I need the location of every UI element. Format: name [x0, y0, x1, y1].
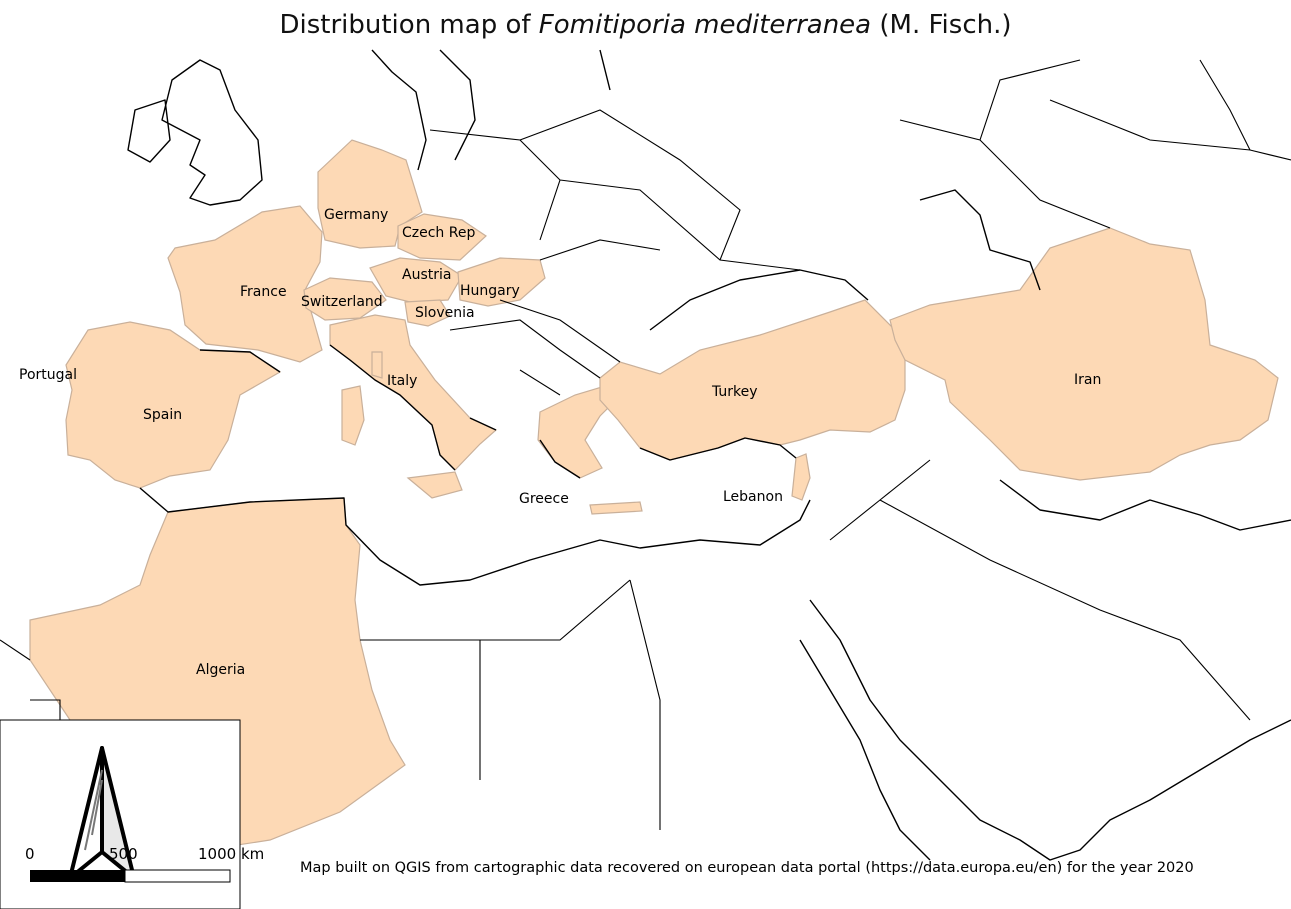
- country-hungary: [457, 257, 546, 307]
- country-lebanon: [791, 453, 811, 501]
- label-slovenia: Slovenia: [415, 305, 475, 321]
- label-iran: Iran: [1074, 372, 1101, 388]
- borders-asia: [899, 59, 1291, 229]
- coast-scandinavia: [371, 49, 611, 171]
- title-prefix: Distribution map of: [279, 10, 539, 40]
- scale-label-mid: 500: [109, 845, 138, 863]
- label-czech: Czech Rep: [402, 225, 475, 241]
- label-germany: Germany: [324, 207, 388, 223]
- label-france: France: [240, 284, 287, 300]
- scale-label-start: 0: [25, 845, 35, 863]
- scale-bar: [30, 869, 231, 883]
- island-crete: [589, 501, 643, 515]
- country-turkey: [599, 299, 906, 461]
- title-author: (M. Fisch.): [871, 10, 1012, 40]
- map-credit: Map built on QGIS from cartographic data…: [300, 860, 1194, 876]
- island-sicily: [406, 471, 463, 499]
- country-iran: [889, 227, 1279, 481]
- label-switzerland: Switzerland: [301, 294, 383, 310]
- island-corsica: [371, 351, 383, 379]
- north-arrow-icon: [68, 746, 136, 880]
- label-austria: Austria: [402, 267, 451, 283]
- country-austria: [369, 257, 463, 303]
- country-france: [167, 205, 323, 363]
- map-title: Distribution map of Fomitiporia mediterr…: [0, 10, 1291, 40]
- country-spain-portugal: [65, 321, 282, 489]
- label-lebanon: Lebanon: [723, 489, 783, 505]
- label-hungary: Hungary: [460, 283, 520, 299]
- label-italy: Italy: [387, 373, 417, 389]
- coast-persian-gulf: [999, 479, 1291, 531]
- coast-arabia: [809, 599, 1291, 861]
- label-turkey: Turkey: [711, 384, 758, 400]
- borders-europe: [429, 109, 801, 396]
- island-sardinia: [341, 385, 365, 446]
- coast-black-sea: [649, 269, 869, 331]
- borders-africa-middle-east: [0, 459, 1251, 900]
- label-portugal: Portugal: [19, 367, 77, 383]
- coast-red-sea: [799, 639, 931, 861]
- label-greece: Greece: [519, 491, 569, 507]
- coast-ireland: [127, 99, 171, 163]
- coast-britain: [161, 59, 263, 206]
- country-switzerland: [303, 277, 387, 321]
- label-algeria: Algeria: [196, 662, 245, 678]
- country-czech: [397, 213, 487, 261]
- label-spain: Spain: [143, 407, 182, 423]
- coast-caspian: [919, 189, 1041, 291]
- coast-africa-north: [139, 487, 811, 586]
- country-slovenia: [404, 299, 451, 327]
- scale-label-end: 1000 km: [198, 845, 265, 863]
- coast-mediterranean-north: [199, 344, 797, 479]
- title-species: Fomitiporia mediterranea: [538, 10, 872, 40]
